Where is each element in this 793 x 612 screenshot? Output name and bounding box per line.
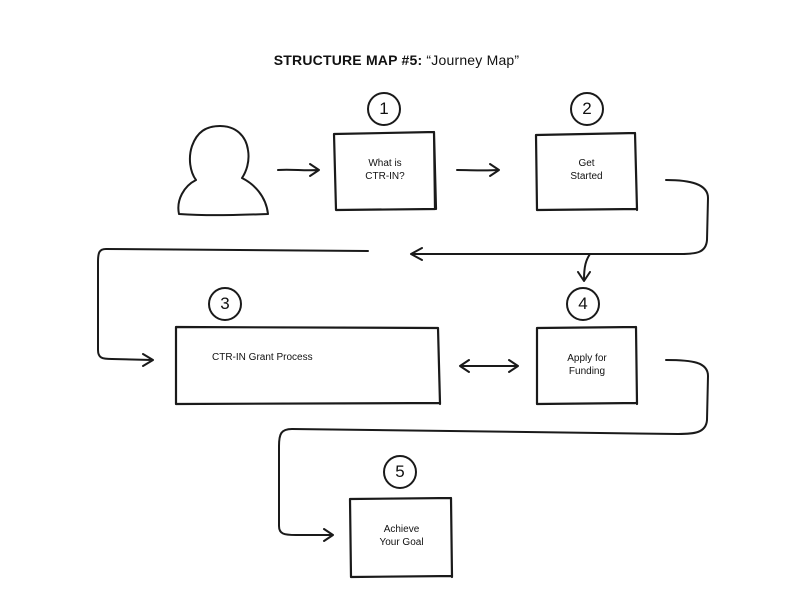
step-2-number: 2 — [582, 99, 592, 118]
step-4-circle — [566, 287, 600, 321]
title-bold: STRUCTURE MAP #5: — [273, 52, 423, 68]
arrow-step-1-to-step-2 — [456, 163, 500, 177]
step-2-circle — [570, 92, 604, 126]
person-icon — [177, 125, 269, 217]
step-3-label: CTR-IN Grant Process — [212, 352, 313, 363]
step-1-box — [332, 130, 438, 212]
step-2-label: Get Started — [570, 158, 603, 182]
arrow-step-2-to-row-2 — [410, 179, 709, 261]
step-1-number: 1 — [379, 99, 389, 118]
step-4-label: Apply for Funding — [567, 353, 607, 377]
step-3-box — [174, 325, 442, 406]
step-1-circle — [367, 92, 401, 126]
step-4-number: 4 — [578, 294, 588, 313]
arrow-step-3-step-4-bidirectional — [459, 359, 519, 373]
arrow-person-to-step-1 — [277, 163, 320, 177]
arrow-down-to-step-4 — [577, 253, 591, 282]
arrow-step-4-to-step-5 — [278, 359, 709, 542]
title-subtitle: “Journey Map” — [426, 52, 520, 68]
step-3-number: 3 — [220, 294, 230, 313]
step-4-box — [535, 325, 639, 406]
arrow-row-2-to-step-3 — [97, 248, 369, 367]
diagram-title: STRUCTURE MAP #5: “Journey Map” — [0, 52, 793, 68]
step-3-circle — [208, 287, 242, 321]
step-1-label: What is CTR-IN? — [365, 158, 405, 182]
step-2-box — [534, 131, 639, 212]
step-5-number: 5 — [395, 462, 405, 481]
step-5-label: Achieve Your Goal — [379, 524, 424, 548]
step-5-box — [348, 496, 454, 579]
step-5-circle — [383, 455, 417, 489]
